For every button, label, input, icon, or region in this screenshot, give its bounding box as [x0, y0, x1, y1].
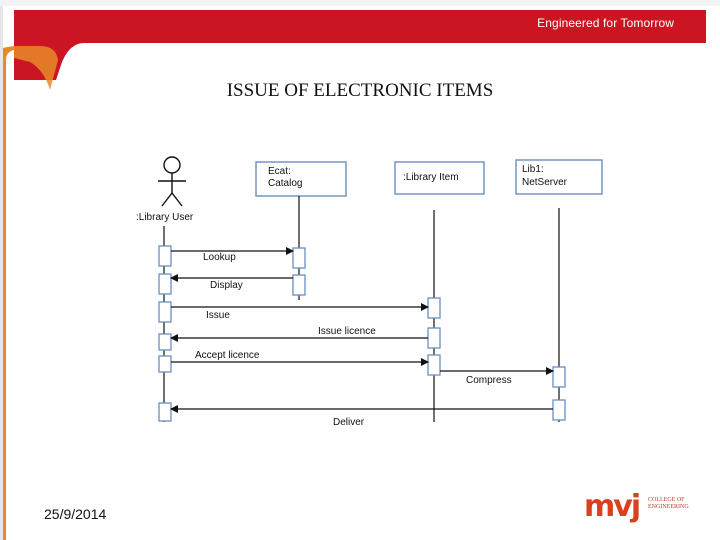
- message-labels: Lookup Display Issue Issue licence Accep…: [195, 252, 512, 428]
- activation-user-4: [158, 333, 172, 351]
- object-net-server-line2: NetServer: [522, 177, 568, 188]
- activation-user-5: [158, 355, 172, 373]
- object-catalog-line2: Catalog: [268, 178, 302, 189]
- actor-label: :Library User: [136, 212, 194, 223]
- message-issue-label: Issue: [206, 310, 230, 321]
- slide-title: ISSUE OF ELECTRONIC ITEMS: [226, 80, 494, 101]
- banner-bar: [14, 10, 706, 80]
- object-library-item: :Library Item: [394, 161, 485, 195]
- object-net-server-line1: Lib1:: [522, 164, 544, 175]
- object-catalog: Ecat: Catalog: [255, 161, 347, 197]
- object-box-catalog: [255, 161, 347, 197]
- banner-tagline: Engineered for Tomorrow: [537, 16, 674, 30]
- activations: [158, 245, 566, 422]
- left-border: [0, 0, 3, 540]
- object-library-item-line1: :Library Item: [403, 172, 459, 183]
- actor-left-leg: [161, 192, 173, 207]
- activation-user-6: [158, 402, 172, 422]
- activation-user-1: [158, 245, 172, 267]
- activation-item-1: [427, 297, 441, 319]
- top-border: [0, 0, 720, 6]
- logo-line-2: ENGINEERING: [648, 504, 689, 510]
- object-net-server: Lib1: NetServer: [515, 159, 603, 195]
- activation-catalog-1: [292, 247, 306, 269]
- activation-item-3: [427, 354, 441, 376]
- activation-catalog-2: [292, 274, 306, 296]
- activation-item-2: [427, 327, 441, 349]
- logo-line-1: COLLEGE OF: [648, 497, 685, 503]
- message-deliver-label: Deliver: [333, 417, 365, 428]
- object-box-library-item: [394, 161, 485, 195]
- activation-user-3: [158, 301, 172, 323]
- message-lookup-label: Lookup: [203, 252, 236, 263]
- lifelines: [163, 196, 560, 422]
- message-compress-label: Compress: [466, 375, 512, 386]
- message-display-label: Display: [210, 280, 243, 291]
- message-accept-licence-label: Accept licence: [195, 350, 260, 361]
- actor-library-user: :Library User: [136, 156, 194, 223]
- message-issue-licence-label: Issue licence: [318, 326, 376, 337]
- actor-right-leg: [171, 192, 183, 207]
- activation-user-2: [158, 273, 172, 295]
- activation-server-1: [552, 366, 566, 388]
- college-logo: mvj COLLEGE OF ENGINEERING: [584, 490, 694, 526]
- actor-head: [163, 156, 181, 174]
- banner-accent: [2, 46, 14, 540]
- logo-wordmark: mvj: [584, 489, 641, 524]
- object-box-net-server: [515, 159, 603, 195]
- banner-swoosh: [14, 46, 58, 90]
- slide-date: 25/9/2014: [44, 506, 107, 522]
- activation-server-2: [552, 399, 566, 421]
- message-arrows: [170, 247, 554, 413]
- object-catalog-line1: Ecat:: [268, 166, 291, 177]
